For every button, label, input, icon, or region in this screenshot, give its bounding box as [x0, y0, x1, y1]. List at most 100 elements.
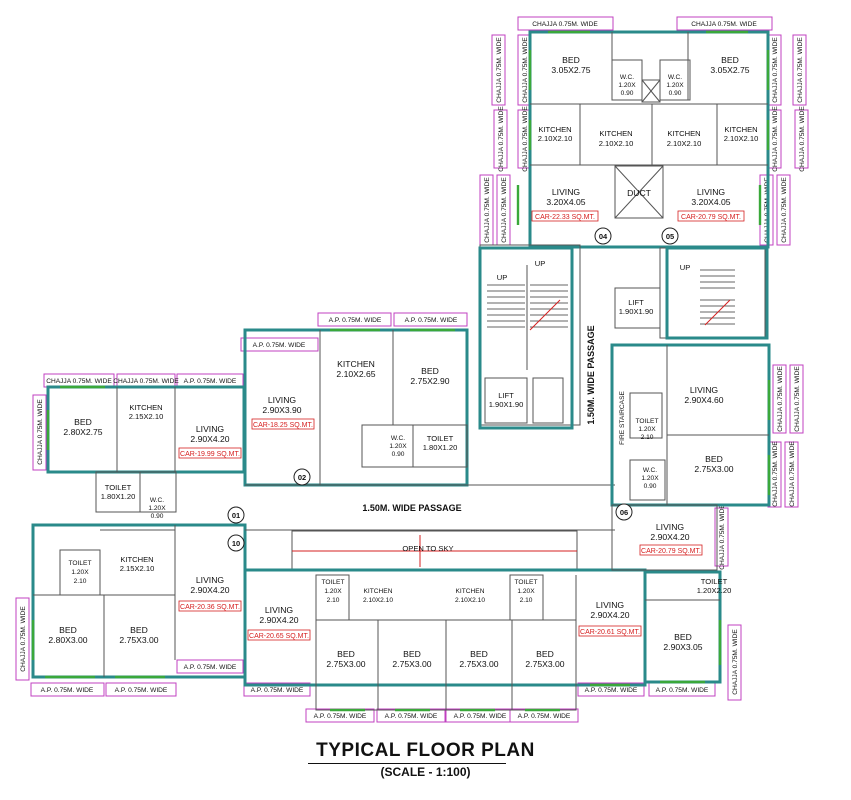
title-underline [308, 763, 506, 764]
toilet-label: TOILET [636, 418, 659, 425]
lift-label: LIFT [628, 298, 644, 307]
flat-10-labels: KITCHEN 2.15X2.10 TOILET 1.20X 2.10 LIVI… [48, 555, 242, 645]
chajja-label: CHAJJA 0.75M. WIDE [777, 366, 784, 432]
flat-number-02: 02 [298, 473, 306, 482]
living-label: LIVING [196, 424, 224, 434]
stair-up-label: UP [680, 263, 691, 272]
ap-label: A.P. 0.75M. WIDE [184, 664, 237, 671]
wc-label: W.C. [620, 74, 634, 81]
plan-title: TYPICAL FLOOR PLAN [316, 740, 535, 761]
toilet-label: TOILET [701, 577, 728, 586]
kitchen-dim: 2.15X2.10 [129, 412, 164, 421]
living-dim: 2.90X4.20 [590, 610, 629, 620]
wc-dim: 1.20X [641, 475, 659, 482]
kitchen-label: KITCHEN [120, 555, 153, 564]
chajja-label: CHAJJA 0.75M. WIDE [522, 37, 529, 103]
kitchen-label: KITCHEN [599, 129, 632, 138]
living-dim: 2.90X4.20 [190, 434, 229, 444]
kitchen-label: KITCHEN [129, 403, 162, 412]
stair-up-label: UP [535, 259, 546, 268]
kitchen-dim: 2.10X2.10 [455, 597, 485, 604]
living-label: LIVING [196, 575, 224, 585]
bed-label: BED [562, 55, 580, 65]
wc-dim: 0.90 [621, 90, 634, 97]
living-dim: 2.90X4.20 [190, 585, 229, 595]
bed-dim: 2.75X3.00 [392, 659, 431, 669]
chajja-label: CHAJJA 0.75M. WIDE [772, 37, 779, 103]
kitchen-dim: 2.10X2.10 [599, 139, 634, 148]
bed-label: BED [705, 454, 723, 464]
toilet-label: TOILET [322, 579, 345, 586]
car-area-flat-06: CAR-20.79 SQ.MT. [641, 548, 701, 555]
bed-label: BED [674, 632, 692, 642]
car-area-flat-01: CAR-19.99 SQ.MT. [180, 451, 240, 458]
flat-02-labels: KITCHEN 2.10X2.65 BED 2.75X2.90 LIVING 2… [251, 359, 457, 458]
chajja-label: CHAJJA 0.75M. WIDE [532, 21, 598, 28]
vertical-passage-label: 1.50M. WIDE PASSAGE [586, 325, 596, 424]
car-area-flat-10: CAR-20.36 SQ.MT. [180, 604, 240, 611]
wc-dim: 1.20X [148, 505, 166, 512]
kitchen-dim: 2.10X2.65 [336, 369, 375, 379]
wc-label: W.C. [643, 467, 657, 474]
kitchen-dim: 2.15X2.10 [120, 564, 155, 573]
toilet-label: TOILET [69, 560, 92, 567]
chajja-label: CHAJJA 0.75M. WIDE [794, 366, 801, 432]
kitchen-dim: 2.10X2.10 [724, 134, 759, 143]
living-label: LIVING [265, 605, 293, 615]
toilet-dim: 1.20X2.20 [697, 586, 732, 595]
chajja-label: CHAJJA 0.75M. WIDE [799, 106, 806, 172]
bed-dim: 2.75X2.90 [410, 376, 449, 386]
toilet-label: TOILET [105, 483, 132, 492]
flat-number-01: 01 [232, 511, 240, 520]
chajja-label: CHAJJA 0.75M. WIDE [37, 399, 44, 465]
toilet-dim: 1.20X [517, 588, 535, 595]
toilet-dim: 1.80X1.20 [101, 492, 136, 501]
wc-dim: 1.20X [389, 443, 407, 450]
ap-label: A.P. 0.75M. WIDE [253, 342, 306, 349]
main-passage-label: 1.50M. WIDE PASSAGE [362, 503, 461, 513]
flat-number-10: 10 [232, 539, 240, 548]
bed-dim: 2.75X3.00 [525, 659, 564, 669]
core-labels: LIFT 1.90X1.90 LIFT 1.90X1.90 1.50M. WID… [227, 298, 654, 553]
chajja-label: CHAJJA 0.75M. WIDE [781, 177, 788, 243]
windows [31, 30, 771, 712]
staircase-left: UP UP [487, 259, 568, 370]
chajja-label: CHAJJA 0.75M. WIDE [113, 378, 179, 385]
kitchen-label: KITCHEN [538, 125, 571, 134]
right-flats-labels: LIVING 2.90X4.60 TOILET 1.20X 2.10 BED 2… [636, 385, 734, 556]
flat-01-labels: BED 2.80X2.75 KITCHEN 2.15X2.10 LIVING 2… [63, 403, 242, 520]
chajja-label: CHAJJA 0.75M. WIDE [772, 106, 779, 172]
bed-dim: 2.75X3.00 [459, 659, 498, 669]
ap-label: A.P. 0.75M. WIDE [41, 687, 94, 694]
chajja-label: CHAJJA 0.75M. WIDE [20, 606, 27, 672]
bottom-flats-labels: LIVING 2.90X4.20 CAR-20.65 SQ.MT. TOILET… [247, 577, 732, 669]
ap-label: A.P. 0.75M. WIDE [385, 713, 438, 720]
wc-dim: 1.20X [666, 82, 684, 89]
bed-dim: 3.05X2.75 [551, 65, 590, 75]
ap-label: A.P. 0.75M. WIDE [454, 713, 507, 720]
bed-dim: 2.75X3.00 [119, 635, 158, 645]
chajja-label: CHAJJA 0.75M. WIDE [501, 177, 508, 243]
wc-dim: 0.90 [644, 483, 657, 490]
bed-dim: 2.75X3.00 [694, 464, 733, 474]
toilet-label: TOILET [515, 579, 538, 586]
open-to-sky-label: OPEN TO SKY [402, 544, 453, 553]
chajja-label: CHAJJA 0.75M. WIDE [691, 21, 757, 28]
chajja-label: CHAJJA 0.75M. WIDE [46, 378, 112, 385]
bed-label: BED [337, 649, 355, 659]
wc-label: W.C. [150, 497, 164, 504]
living-label: LIVING [697, 187, 725, 197]
car-area-flat-05: CAR-20.79 SQ.MT. [681, 214, 741, 221]
bed-label: BED [59, 625, 77, 635]
chajja-label: CHAJJA 0.75M. WIDE [496, 37, 503, 103]
living-label: LIVING [656, 522, 684, 532]
kitchen-label: KITCHEN [337, 359, 375, 369]
car-area-flat-09: CAR-20.65 SQ.MT. [249, 633, 309, 640]
bed-label: BED [536, 649, 554, 659]
living-label: LIVING [690, 385, 718, 395]
flat-number-05: 05 [666, 232, 674, 241]
car-area-flat-02: CAR-18.25 SQ.MT. [253, 422, 313, 429]
bed-label: BED [130, 625, 148, 635]
wc-label: W.C. [391, 435, 405, 442]
lift-dim: 1.90X1.90 [619, 307, 654, 316]
